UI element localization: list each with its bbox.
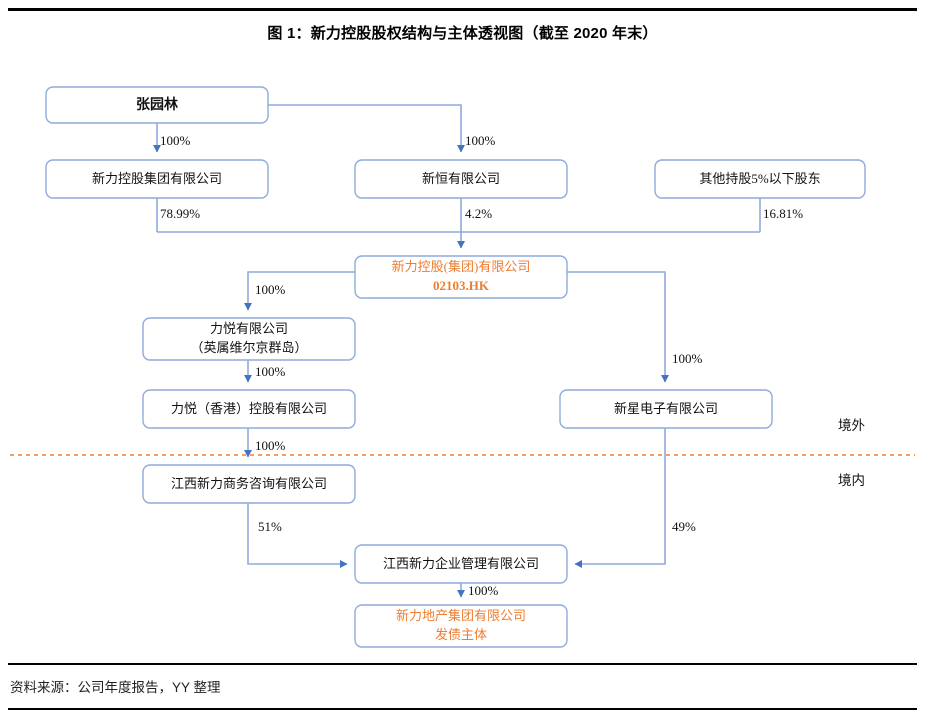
edge-label-xinxing-jx-management: 49% [672, 519, 696, 534]
region-label-offshore: 境外 [838, 418, 866, 433]
node-box-xinli-holding-group [45, 159, 269, 199]
edge-label-jx-consulting-jx-management: 51% [258, 519, 282, 534]
node-liyue-bvi[interactable]: 力悦有限公司 （英属维尔京群岛） [142, 317, 356, 361]
node-box-xinxing-electronics [559, 389, 773, 429]
node-box-other-holders [654, 159, 866, 199]
source-note: 资料来源：公司年度报告，YY 整理 [10, 680, 221, 695]
edge-zhang-to-xinheng [268, 104, 465, 153]
node-box-issuer [354, 604, 568, 648]
top-rule [8, 8, 917, 11]
footer-bottom-rule [8, 708, 917, 710]
node-jx-management[interactable]: 江西新力企业管理有限公司 [354, 544, 568, 584]
node-label-liyue-bvi-line2: （英属维尔京群岛） [190, 340, 307, 355]
onshore-offshore-divider: 境外 境内 [10, 418, 915, 488]
node-label-issuer-role: 发债主体 [435, 627, 487, 642]
edge-label-xinli-group-listco: 78.99% [160, 206, 200, 221]
edge-label-listco-xinxing: 100% [672, 351, 703, 366]
edge-listco-to-xinxing [567, 271, 669, 383]
node-label-listco-ticker: 02103.HK [433, 278, 490, 293]
node-zhang[interactable]: 张园林 [45, 86, 269, 124]
node-label-issuer-name: 新力地产集团有限公司 [396, 608, 526, 623]
edge-label-listco-liyue-bvi: 100% [255, 282, 286, 297]
node-xinheng[interactable]: 新恒有限公司 [354, 159, 568, 199]
connectors [153, 104, 761, 598]
node-label-zhang: 张园林 [136, 96, 178, 113]
edge-label-xinheng-listco: 4.2% [465, 206, 492, 221]
edge-label-zhang-xinheng: 100% [465, 133, 496, 148]
edge-label-jx-management-issuer: 100% [468, 583, 499, 598]
node-label-liyue-hk: 力悦（香港）控股有限公司 [171, 401, 327, 416]
node-listco[interactable]: 新力控股(集团)有限公司 02103.HK [354, 255, 568, 299]
node-issuer[interactable]: 新力地产集团有限公司 发债主体 [354, 604, 568, 648]
edge-jx-consult-to-jx-mgmt [247, 503, 348, 568]
node-label-xinheng: 新恒有限公司 [422, 171, 500, 186]
node-jx-consulting[interactable]: 江西新力商务咨询有限公司 [142, 464, 356, 504]
node-box-zhang [45, 86, 269, 124]
node-box-liyue-hk [142, 389, 356, 429]
edge-label-zhang-xinli-group: 100% [160, 133, 191, 148]
node-label-other-holders: 其他持股5%以下股东 [699, 171, 820, 186]
node-label-xinli-holding-group: 新力控股集团有限公司 [92, 171, 222, 186]
edge-label-other-holders-listco: 16.81% [763, 206, 803, 221]
node-xinli-holding-group[interactable]: 新力控股集团有限公司 [45, 159, 269, 199]
org-structure-diagram: 境外 境内 张园林 新力控股集团有限公司 新恒有限公司 [0, 60, 925, 660]
node-label-xinxing-electronics: 新星电子有限公司 [614, 401, 718, 416]
node-box-liyue-bvi [142, 317, 356, 361]
node-label-liyue-bvi-line1: 力悦有限公司 [210, 321, 288, 336]
page-title: 图 1：新力控股股权结构与主体透视图（截至 2020 年末） [267, 25, 658, 42]
node-liyue-hk[interactable]: 力悦（香港）控股有限公司 [142, 389, 356, 429]
footer-top-rule [8, 663, 917, 665]
edge-listco-to-liyue-bvi [244, 271, 355, 311]
node-label-jx-consulting: 江西新力商务咨询有限公司 [171, 476, 327, 491]
node-box-xinheng [354, 159, 568, 199]
node-box-listco [354, 255, 568, 299]
edge-xinxing-to-jx-mgmt [574, 428, 666, 568]
node-box-jx-consulting [142, 464, 356, 504]
region-label-onshore: 境内 [838, 473, 865, 488]
node-other-holders[interactable]: 其他持股5%以下股东 [654, 159, 866, 199]
node-box-jx-management [354, 544, 568, 584]
node-xinxing-electronics[interactable]: 新星电子有限公司 [559, 389, 773, 429]
edge-label-liyue-hk-jx-consulting: 100% [255, 438, 286, 453]
edge-label-liyue-bvi-liyue-hk: 100% [255, 364, 286, 379]
edge-labels: 100% 100% 78.99% 4.2% 16.81% 100% 100% 1… [160, 133, 803, 598]
node-label-listco-name: 新力控股(集团)有限公司 [392, 259, 531, 274]
node-label-jx-management: 江西新力企业管理有限公司 [383, 556, 539, 571]
nodes: 张园林 新力控股集团有限公司 新恒有限公司 其他持股5%以下股东 [45, 86, 866, 648]
